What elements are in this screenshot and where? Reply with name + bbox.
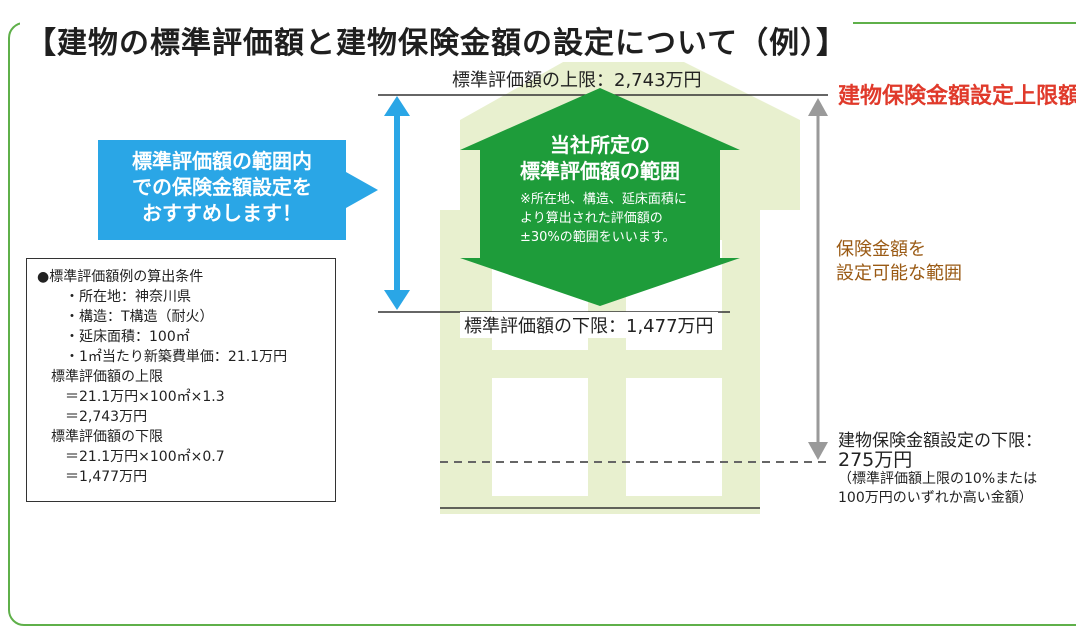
blue-box-pointer xyxy=(346,172,378,208)
upper-calc-heading: 標準評価額の上限 xyxy=(51,369,163,385)
lower-limit-label: 標準評価額の下限：1,477万円 xyxy=(460,312,718,338)
blue-arrow-head-up xyxy=(384,96,410,116)
insurance-upper-label: 建物保険金額設定上限額 xyxy=(838,84,1076,109)
house-window-bottom-right xyxy=(626,378,722,496)
settable-range-line2: 設定可能な範囲 xyxy=(836,263,962,284)
gray-arrow-head-down xyxy=(808,442,828,460)
diagram-graphics xyxy=(346,30,830,514)
standard-range-title-line1: 当社所定の xyxy=(550,133,650,157)
insurance-lower-note-1: （標準評価額上限の10%または xyxy=(838,471,1038,487)
insurance-lower-note-2: 100万円のいずれか高い金額） xyxy=(838,490,1033,506)
blue-arrow-head-down xyxy=(384,290,410,310)
upper-calc-result: ＝2,743万円 xyxy=(65,409,148,425)
gray-arrow-head-up xyxy=(808,98,828,116)
insurance-lower-label: 建物保険金額設定の下限： xyxy=(838,431,1042,451)
recommendation-box: 標準評価額の範囲内 での保険金額設定を おすすめします！ xyxy=(98,140,346,240)
standard-range-note: ※所在地、構造、延床面積により算出された評価額の±30%の範囲をいいます。 xyxy=(520,192,687,245)
settable-range-line1: 保険金額を xyxy=(836,239,926,260)
standard-range-arrow xyxy=(460,88,740,306)
calculation-conditions-box: ●標準評価額例の算出条件 ・所在地：神奈川県 ・構造：T構造（耐火） ・延床面積… xyxy=(26,258,336,502)
insurance-lower-limit: 建物保険金額設定の下限： 275万円 （標準評価額上限の10%または 100万円… xyxy=(838,432,1068,508)
standard-range-title-line2: 標準評価額の範囲 xyxy=(520,159,680,183)
standard-range-title: 当社所定の 標準評価額の範囲 xyxy=(505,132,695,184)
lower-calc-heading: 標準評価額の下限 xyxy=(51,429,163,445)
conditions-heading: ●標準評価額例の算出条件 xyxy=(37,269,204,285)
condition-item: ・所在地：神奈川県 xyxy=(65,289,191,305)
upper-calc-formula: ＝21.1万円×100㎡×1.3 xyxy=(65,389,225,405)
recommendation-line1: 標準評価額の範囲内 xyxy=(132,149,312,173)
settable-range-label: 保険金額を 設定可能な範囲 xyxy=(836,238,1016,286)
diagram-canvas: 【建物の標準評価額と建物保険金額の設定について（例）】 標準評価額の上限：2,7… xyxy=(8,18,1076,626)
condition-item: ・構造：T構造（耐火） xyxy=(65,309,214,325)
condition-item: ・延床面積：100㎡ xyxy=(65,329,190,345)
recommendation-line3: おすすめします！ xyxy=(142,201,302,225)
lower-calc-formula: ＝21.1万円×100㎡×0.7 xyxy=(65,449,225,465)
condition-item: ・1㎡当たり新築費単価：21.1万円 xyxy=(65,349,288,365)
page-title: 【建物の標準評価額と建物保険金額の設定について（例）】 xyxy=(20,18,854,62)
upper-limit-label: 標準評価額の上限：2,743万円 xyxy=(452,70,702,91)
house-window-bottom-left xyxy=(492,378,588,496)
lower-calc-result: ＝1,477万円 xyxy=(65,469,148,485)
recommendation-line2: での保険金額設定を xyxy=(132,175,312,199)
insurance-lower-value: 275万円 xyxy=(838,449,913,471)
